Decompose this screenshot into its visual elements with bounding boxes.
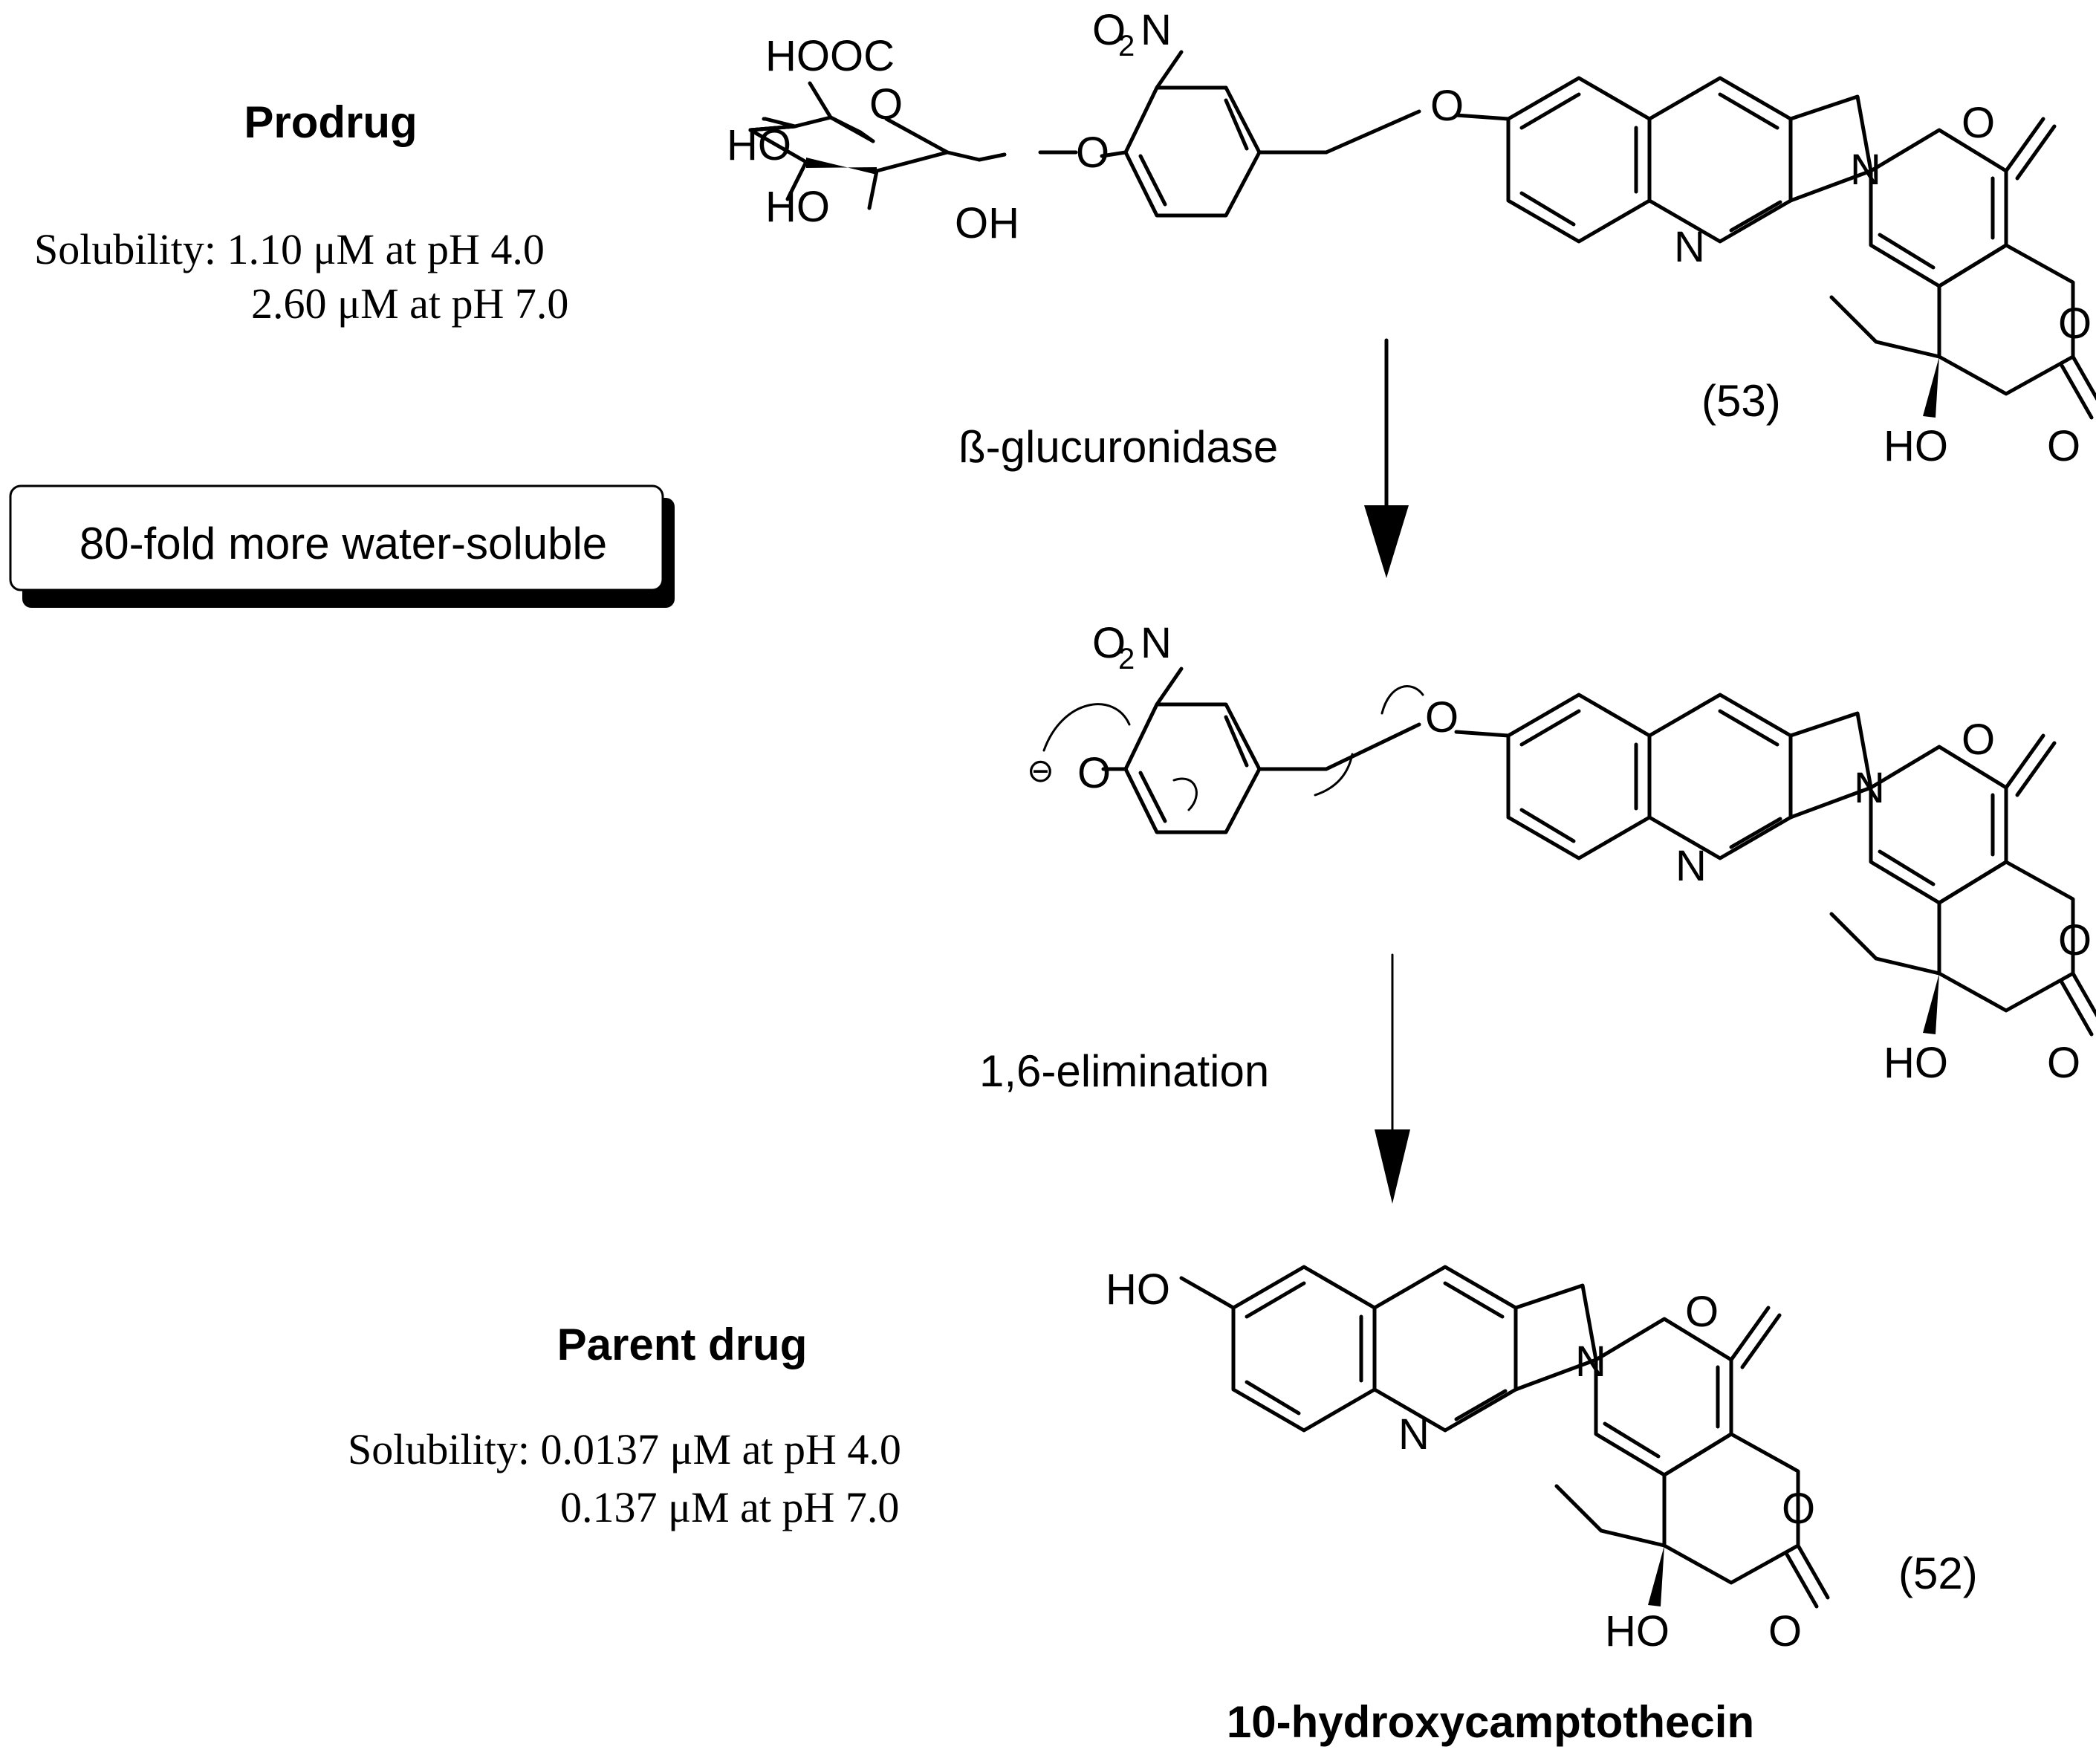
svg-text:O: O (1092, 6, 1126, 54)
svg-text:N: N (1675, 842, 1707, 890)
svg-text:HO: HO (1106, 1265, 1170, 1314)
svg-text:HO: HO (1605, 1607, 1670, 1656)
parent-drug-title: Parent drug (557, 1320, 808, 1369)
step1-label: ß-glucuronidase (958, 422, 1278, 472)
parent-solubility-line2: 0.137 μM at pH 7.0 (560, 1483, 899, 1531)
arrow-step2 (1375, 953, 1410, 1204)
svg-text:HO: HO (1884, 422, 1948, 470)
svg-text:2: 2 (1118, 30, 1135, 62)
svg-text:O: O (869, 80, 903, 129)
svg-text:HOOC: HOOC (765, 32, 895, 80)
svg-text:O: O (1962, 716, 1995, 764)
svg-text:O: O (1430, 82, 1464, 130)
svg-text:OH: OH (955, 199, 1019, 247)
svg-text:2: 2 (1118, 643, 1135, 675)
svg-text:O: O (1685, 1288, 1719, 1336)
svg-text:O: O (2058, 916, 2092, 964)
svg-text:N: N (1141, 6, 1172, 54)
prodrug-title: Prodrug (244, 97, 417, 147)
svg-text:N: N (1141, 619, 1172, 667)
svg-text:O: O (1962, 99, 1995, 147)
prodrug-solubility-line1: Solubility: 1.10 μM at pH 4.0 (34, 225, 545, 273)
svg-text:N: N (1674, 223, 1705, 271)
svg-text:O: O (1425, 693, 1459, 742)
parent-solubility-line1: Solubility: 0.0137 μM at pH 4.0 (348, 1425, 901, 1473)
callout-text: 80-fold more water-soluble (80, 519, 607, 568)
compound-52-name: 10-hydroxycamptothecin (1227, 1697, 1754, 1747)
cpt-skeleton-52 (1179, 1265, 1830, 1609)
water-soluble-callout: 80-fold more water-soluble (9, 484, 675, 608)
svg-text:O: O (1768, 1607, 1802, 1656)
svg-text:N: N (1850, 146, 1881, 194)
step2-label: 1,6-elimination (979, 1046, 1269, 1096)
svg-text:O: O (2058, 299, 2092, 348)
svg-text:HO: HO (1884, 1039, 1948, 1087)
prodrug-solubility-line2: 2.60 μM at pH 7.0 (251, 279, 568, 328)
arrow-step1 (1364, 338, 1409, 578)
svg-text:HO: HO (765, 183, 830, 231)
svg-text:HO: HO (727, 121, 791, 169)
cpt-skeleton-53 (1506, 76, 2096, 420)
svg-text:O: O (1092, 619, 1126, 667)
svg-text:O: O (2047, 422, 2080, 470)
label-52: (52) (1898, 1549, 1978, 1598)
svg-text:O: O (1077, 749, 1111, 797)
svg-text:O: O (1076, 129, 1109, 177)
svg-text:⊖: ⊖ (1027, 753, 1054, 789)
svg-text:O: O (2047, 1039, 2080, 1087)
cpt-skeleton-intermediate (1506, 693, 2096, 1037)
label-53: (53) (1701, 376, 1781, 426)
